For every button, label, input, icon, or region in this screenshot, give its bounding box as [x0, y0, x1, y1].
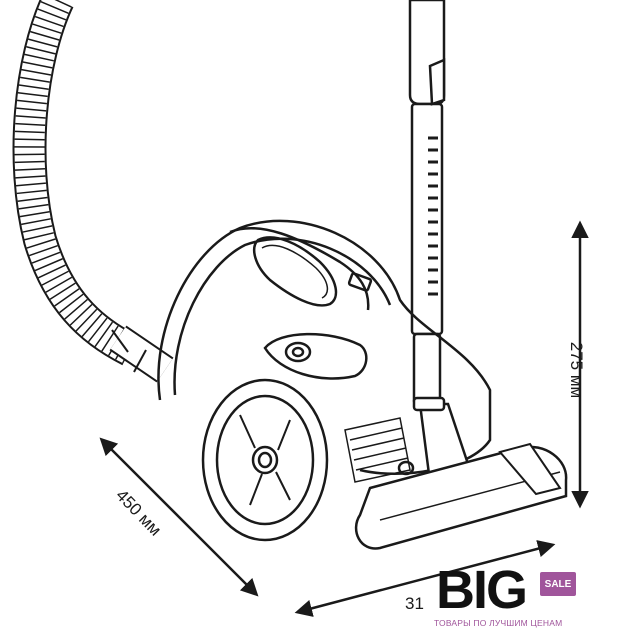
height-dimension-label: 275 мм	[567, 341, 587, 399]
vacuum-hose	[12, 0, 174, 383]
floor-nozzle	[354, 396, 568, 550]
logo-sale-badge: SALE	[540, 572, 576, 596]
depth-dimension-line	[99, 437, 259, 597]
width-dimension-line	[294, 540, 556, 617]
bigsale-logo: BIG SALE ТОВАРЫ ПО ЛУЧШИМ ЦЕНАМ	[432, 560, 632, 636]
telescopic-tube	[408, 0, 446, 406]
width-dimension-label: 31	[405, 594, 424, 613]
logo-wordmark: BIG	[436, 560, 528, 620]
logo-tagline: ТОВАРЫ ПО ЛУЧШИМ ЦЕНАМ	[434, 618, 563, 628]
